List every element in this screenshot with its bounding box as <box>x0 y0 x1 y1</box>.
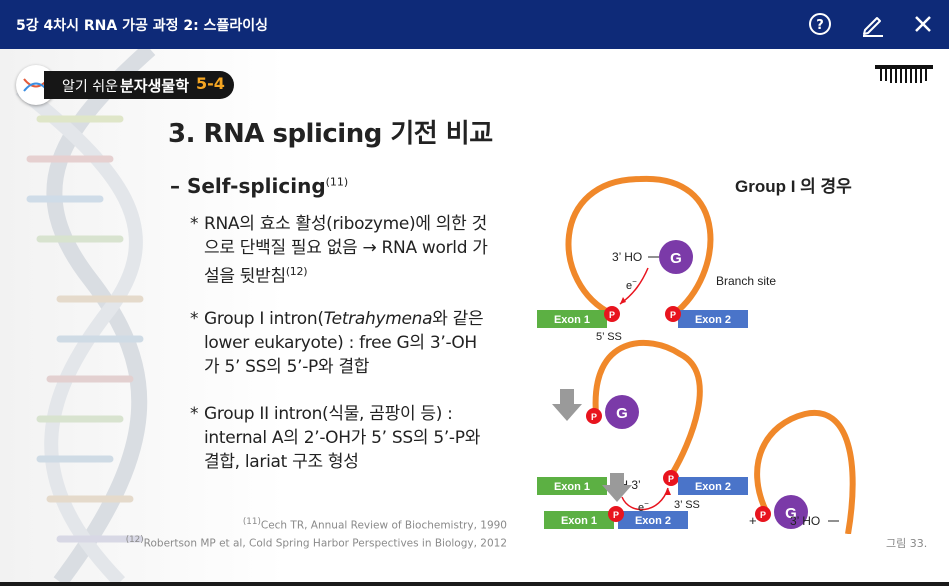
electron-label-1: e− <box>626 277 637 292</box>
section-subtitle: – Self-splicing(11) <box>170 174 348 198</box>
plus-sign: + <box>749 513 757 528</box>
bullet-marker: * <box>190 214 199 234</box>
svg-text:Exon 2: Exon 2 <box>635 515 671 527</box>
species-name: Tetrahymena <box>323 309 433 329</box>
phosphate-2 <box>665 306 681 322</box>
bullet-marker: * <box>190 404 199 424</box>
ho3-label: 3’ HO <box>612 250 642 264</box>
svg-text:P: P <box>591 412 597 422</box>
reference-2: (12)Robertson MP et al, Cold Spring Harb… <box>125 534 507 550</box>
exon1-label: Exon 1 <box>554 314 590 326</box>
exon2-block-3 <box>618 511 688 529</box>
brand-label-1: 알기 쉬운 <box>62 79 118 95</box>
guanosine-label: G <box>670 250 682 267</box>
bullet-line: 설을 뒷받침(12) <box>204 265 308 287</box>
phosphate-3 <box>586 408 602 424</box>
edit-icon[interactable] <box>860 11 886 37</box>
released-intron <box>754 409 856 534</box>
window-title: 5강 4차시 RNA 가공 과정 2: 스플라이싱 <box>16 18 268 34</box>
svg-text:Exon 2: Exon 2 <box>695 481 731 493</box>
bullet-ribozyme: * RNA의 효소 활성(ribozyme)에 의한 것 으로 단백질 필요 없… <box>190 212 488 289</box>
phosphate-1 <box>604 306 620 322</box>
svg-text:?: ? <box>816 18 824 33</box>
phosphate-4 <box>663 470 679 486</box>
bullet-line: 가 5’ SS의 5’-P와 결합 <box>204 357 370 377</box>
exon1-block-2 <box>537 477 607 495</box>
bullet-line: 결합, lariat 구조 형성 <box>204 452 359 472</box>
svg-text:P: P <box>760 510 766 520</box>
svg-text:Exon 1: Exon 1 <box>554 481 590 493</box>
electron-label-2: e− <box>638 499 649 514</box>
subtitle-text: – Self-splicing <box>170 174 326 198</box>
figure-label: 그림 33. <box>886 537 928 550</box>
electron-arrow-1 <box>619 267 649 305</box>
ss3-label: 3’ SS <box>674 499 700 511</box>
brand-label-3: 5-4 <box>196 74 225 93</box>
bullet-line: Group I intron(Tetrahymena와 같은 <box>204 309 484 329</box>
bullet-line: Group II intron(식물, 곰팡이 등) : <box>204 404 453 424</box>
ho3-final-label: 3’ HO <box>790 514 820 528</box>
svg-text:Exon 1: Exon 1 <box>561 515 597 527</box>
guanosine-3 <box>774 495 808 529</box>
branch-site-label: Branch site <box>716 274 776 288</box>
diagram-title: Group I 의 경우 <box>735 177 852 196</box>
spliced-product-diagram: Exon 1 Exon 2 P + 3’ HO <box>544 473 839 529</box>
exon1-block-3 <box>544 511 614 529</box>
electron-arrow-2 <box>621 487 669 511</box>
help-icon[interactable]: ? <box>807 11 833 37</box>
lecture-slide: 알기 쉬운 분자생물학 5-4 3. RNA splicing 기전 비교 – … <box>0 49 949 582</box>
ss5-label: 5’ SS <box>596 331 622 343</box>
bullet-group2: * Group II intron(식물, 곰팡이 등) : internal … <box>190 402 480 474</box>
phosphate-6 <box>608 506 624 522</box>
corner-barcode-logo <box>875 65 933 83</box>
exon2-block-2 <box>678 477 748 495</box>
exon2-label: Exon 2 <box>695 314 731 326</box>
phosphate-label: P <box>609 310 615 320</box>
arrow-down-icon <box>552 389 582 421</box>
exon1-block-1 <box>537 310 607 328</box>
bullet-line: internal A의 2’-OH가 5’ SS의 5’-P와 <box>204 428 481 448</box>
title-bar: 5강 4차시 RNA 가공 과정 2: 스플라이싱 ? <box>0 0 949 49</box>
group1-splicing-diagram: Group I 의 경우 Exon 1 P Exon 2 P 5’ SS G 3… <box>537 175 856 534</box>
slide-heading: 3. RNA splicing 기전 비교 <box>168 119 493 149</box>
exon2-block-1 <box>678 310 748 328</box>
bullet-marker: * <box>190 309 199 329</box>
brand-label-2: 분자생물학 <box>120 77 190 95</box>
guanosine-1 <box>659 240 693 274</box>
svg-text:G: G <box>785 505 797 522</box>
intron-loop-2 <box>592 339 703 476</box>
phosphate-5 <box>755 506 771 522</box>
svg-text:G: G <box>616 405 628 422</box>
intron-loop-1 <box>565 175 714 317</box>
svg-text:P: P <box>668 474 674 484</box>
svg-text:P: P <box>613 510 619 520</box>
bullet-group1: * Group I intron(Tetrahymena와 같은 lower e… <box>190 307 484 379</box>
brand-banner: 알기 쉬운 분자생물학 5-4 <box>44 71 234 99</box>
bullet-line: RNA의 효소 활성(ribozyme)에 의한 것 <box>204 214 487 234</box>
references: (11)Cech TR, Annual Review of Biochemist… <box>126 515 507 550</box>
subtitle-ref: (11) <box>325 175 349 189</box>
close-icon[interactable] <box>910 11 936 37</box>
dna-helix-image <box>15 49 156 582</box>
guanosine-2 <box>605 395 639 429</box>
bullet-line: 으로 단백질 필요 없음 → RNA world 가 <box>204 238 488 258</box>
bullet-line: lower eukaryote) : free G의 3’-OH <box>204 333 477 353</box>
phosphate-label: P <box>670 310 676 320</box>
reference-1: (11)Cech TR, Annual Review of Biochemist… <box>242 517 507 532</box>
bottom-strip <box>0 582 949 586</box>
arrow-down-icon <box>602 473 632 502</box>
